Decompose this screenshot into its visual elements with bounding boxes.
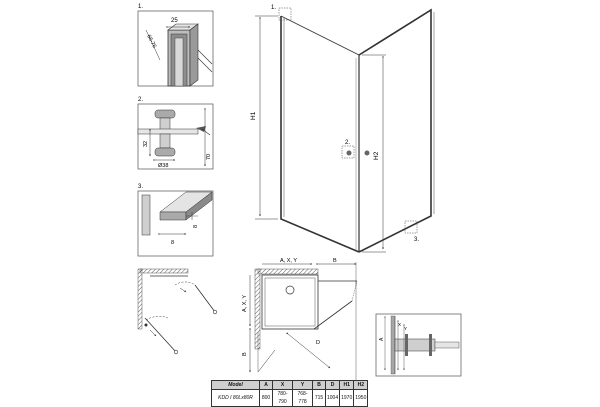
plan-left-bottom-label: B <box>242 352 248 356</box>
header-x: X <box>272 380 293 390</box>
detail-3-marker: 3. <box>138 184 143 190</box>
door-swing-diagram <box>137 268 218 355</box>
plan-view <box>249 262 358 380</box>
inset-x-label: X <box>398 322 401 327</box>
table-row: KDD I 80Lx80R 800 780-790 768-778 715 10… <box>211 389 369 407</box>
cell-a: 800 <box>259 389 273 407</box>
plan-left-label: A, X, Y <box>242 295 248 312</box>
spec-table: Model A X Y B D H1 H2 KDD I 80Lx80R 800 … <box>211 380 369 407</box>
elevation-marker-2: 2. <box>345 140 350 146</box>
header-h2: H2 <box>353 380 369 390</box>
detail-2-height-small: 32 <box>143 141 149 147</box>
detail-1-diag-dim: 66-76 <box>145 34 157 49</box>
header-model: Model <box>211 380 260 390</box>
cell-h1: 1970 <box>339 389 355 407</box>
cell-b: 715 <box>312 389 326 407</box>
detail-1-box <box>137 10 214 87</box>
shower-enclosure-elevation <box>255 7 435 253</box>
detail-3-depth: 8 <box>193 225 199 228</box>
detail-2-height-large: 70 <box>206 154 212 160</box>
header-d: D <box>324 380 341 390</box>
cell-x: 780-790 <box>272 389 293 407</box>
plan-diag-label: D <box>316 340 320 346</box>
plan-top-right-label: B <box>333 258 337 264</box>
elevation-marker-1: 1. <box>271 5 276 11</box>
detail-2-marker: 2. <box>138 97 143 103</box>
hinge-inset <box>375 313 462 377</box>
cell-y: 768-778 <box>292 389 313 407</box>
header-y: Y <box>292 380 313 390</box>
detail-1-marker: 1. <box>138 4 143 10</box>
cell-model: KDD I 80Lx80R <box>211 389 260 407</box>
detail-1-width-dim: 25 <box>171 18 178 24</box>
elevation-marker-3: 3. <box>414 237 419 243</box>
plan-top-label: A, X, Y <box>280 258 297 264</box>
detail-3-box <box>137 190 214 257</box>
cell-d: 1004 <box>324 389 341 407</box>
detail-3-width: 8 <box>171 240 174 246</box>
header-h1: H1 <box>339 380 355 390</box>
header-b: B <box>312 380 326 390</box>
inset-y-label: Y <box>404 326 407 331</box>
header-a: A <box>259 380 273 390</box>
detail-2-diameter: Ø38 <box>158 163 168 169</box>
elevation-h2-label: H2 <box>373 151 380 160</box>
detail-2-box <box>137 103 214 170</box>
inset-a-label: A <box>379 337 385 341</box>
elevation-h1-label: H1 <box>250 111 257 120</box>
spec-table-header: Model A X Y B D H1 H2 <box>211 380 369 390</box>
cell-h2: 1950 <box>353 389 369 407</box>
